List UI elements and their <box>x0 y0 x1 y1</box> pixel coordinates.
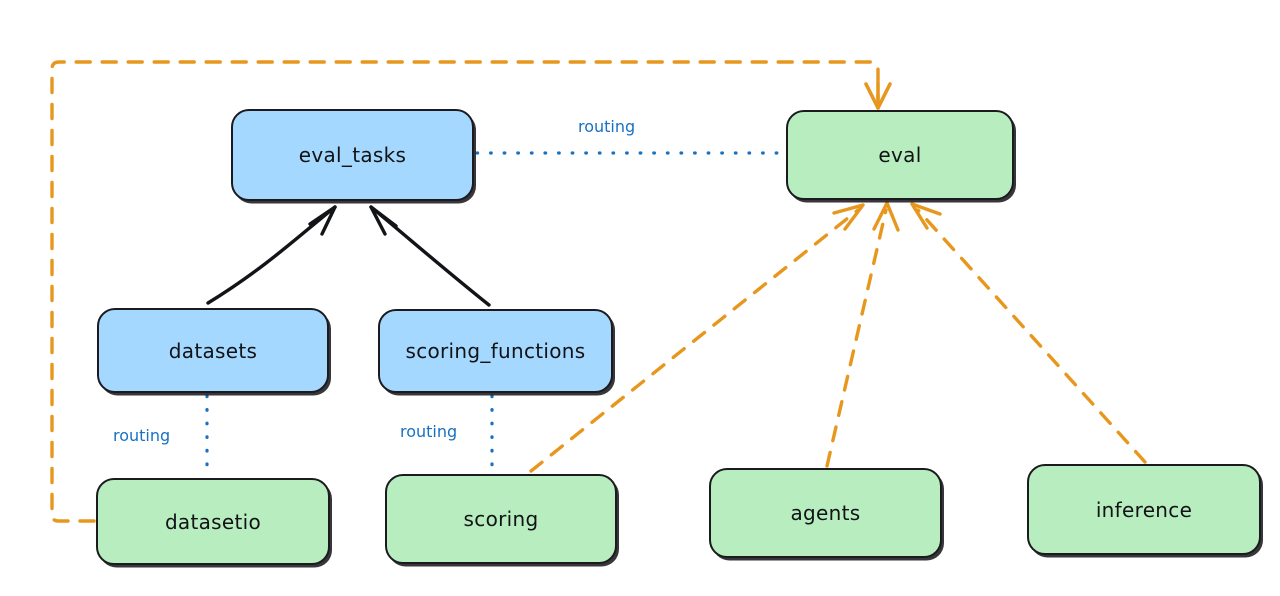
edge-datasets-to-eval_tasks <box>206 205 337 305</box>
node-label: eval_tasks <box>298 143 407 167</box>
node-label: agents <box>790 501 861 525</box>
edge-label-routing-eval-tasks: routing <box>578 117 636 136</box>
edge-agents-to-eval <box>825 201 900 468</box>
node-eval-tasks[interactable]: eval_tasks <box>231 109 474 201</box>
node-label: inference <box>1095 497 1193 522</box>
node-agents[interactable]: agents <box>709 468 942 558</box>
node-label: datasetio <box>164 509 262 534</box>
node-scoring-functions[interactable]: scoring_functions <box>378 309 613 393</box>
node-inference[interactable]: inference <box>1027 464 1261 555</box>
node-label: scoring_functions <box>405 339 586 363</box>
node-datasetio[interactable]: datasetio <box>96 478 330 565</box>
node-scoring[interactable]: scoring <box>385 474 617 564</box>
node-datasets[interactable]: datasets <box>97 308 329 393</box>
edge-scoring_functions-to-eval_tasks <box>369 205 491 307</box>
node-label: datasets <box>168 338 258 363</box>
node-label: scoring <box>463 507 539 531</box>
node-label: eval <box>878 143 922 167</box>
edge-label-routing-scoring-functions: routing <box>400 422 458 441</box>
node-eval[interactable]: eval <box>786 110 1014 200</box>
edge-label-routing-datasets: routing <box>113 426 171 445</box>
edge-inference-to-eval <box>910 202 1147 464</box>
